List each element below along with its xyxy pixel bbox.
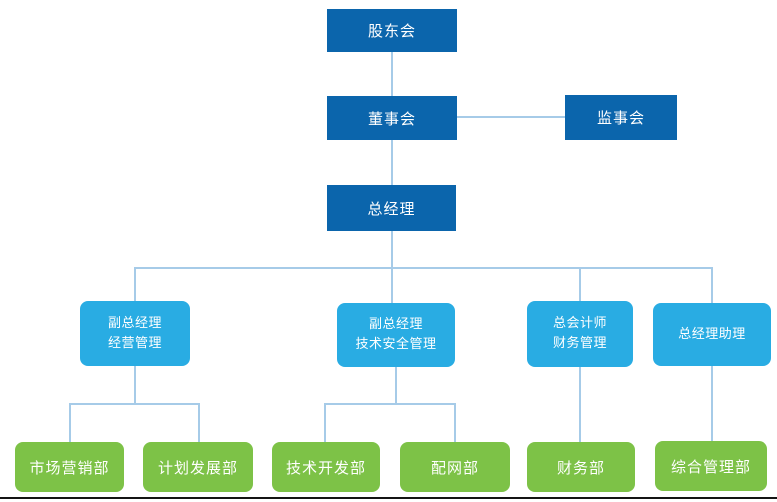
connector-rail xyxy=(69,403,200,405)
connector-line xyxy=(711,366,713,441)
node-label-line1: 副总经理 xyxy=(107,315,162,331)
node-label: 监事会 xyxy=(596,109,645,127)
connector-rail xyxy=(134,267,712,269)
node-label-line1: 副总经理 xyxy=(368,317,423,332)
connector-line xyxy=(134,267,136,301)
connector-line xyxy=(69,403,71,442)
node-label-line1: 总会计师 xyxy=(552,316,607,331)
node-planning-development-dept: 计划发展部 xyxy=(143,442,253,492)
node-label: 技术开发部 xyxy=(285,458,366,477)
node-label: 董事会 xyxy=(367,109,416,128)
node-label: 市场营销部 xyxy=(29,458,110,477)
connector-line xyxy=(324,403,326,442)
connector-rail xyxy=(324,403,456,405)
node-label-line2: 财务管理 xyxy=(552,336,607,351)
node-deputy-gm-tech-safety: 副总经理 技术安全管理 xyxy=(337,303,455,367)
connector-line xyxy=(391,140,393,185)
node-label: 配网部 xyxy=(430,458,479,477)
node-finance-dept: 财务部 xyxy=(527,442,635,492)
connector-line xyxy=(579,367,581,442)
connector-line xyxy=(454,403,456,442)
node-tech-development-dept: 技术开发部 xyxy=(272,442,380,492)
connector-line xyxy=(579,267,581,301)
connector-line xyxy=(711,267,713,303)
node-supervisory-board: 监事会 xyxy=(565,95,677,140)
connector-line xyxy=(457,116,565,118)
connector-line xyxy=(198,403,200,442)
connector-line xyxy=(134,366,136,404)
node-label-line2: 经营管理 xyxy=(107,335,162,351)
node-label: 财务部 xyxy=(556,458,605,477)
node-label: 综合管理部 xyxy=(670,457,751,476)
node-chief-accountant-finance: 总会计师 财务管理 xyxy=(527,301,633,367)
node-label-line2: 技术安全管理 xyxy=(355,337,437,352)
node-gm-assistant: 总经理助理 xyxy=(653,303,771,366)
node-distribution-network-dept: 配网部 xyxy=(400,442,510,492)
screenshot-bottom-edge xyxy=(0,497,777,499)
node-label: 计划发展部 xyxy=(157,458,238,477)
node-label: 总经理助理 xyxy=(678,326,746,342)
node-marketing-dept: 市场营销部 xyxy=(15,442,124,492)
node-shareholders-meeting: 股东会 xyxy=(327,9,457,52)
node-deputy-gm-operations: 副总经理 经营管理 xyxy=(80,301,190,366)
connector-line xyxy=(395,367,397,404)
node-board-of-directors: 董事会 xyxy=(327,96,457,140)
node-label: 总经理 xyxy=(367,199,416,218)
connector-line xyxy=(391,52,393,96)
node-general-admin-dept: 综合管理部 xyxy=(655,441,767,491)
node-general-manager: 总经理 xyxy=(327,185,456,231)
node-label: 股东会 xyxy=(367,22,416,40)
